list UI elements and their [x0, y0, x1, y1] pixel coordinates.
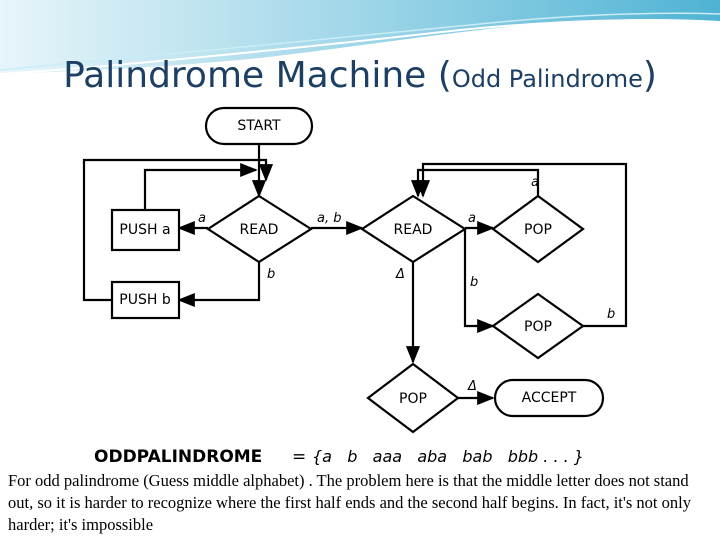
title-close: )	[642, 55, 657, 96]
edge-label-read2-pop-b: b	[470, 275, 478, 290]
label-pop-a: POP	[524, 222, 552, 238]
edge-label-read1-read2: a, b	[317, 211, 341, 226]
label-push-b: PUSH b	[119, 292, 171, 308]
edge-read1-push-b	[177, 262, 261, 308]
label-read2: READ	[394, 222, 433, 238]
edge-label-pop-final-accept: Δ	[467, 379, 477, 394]
label-pop-final: POP	[399, 391, 427, 407]
edge-pop-b-loop	[415, 162, 628, 328]
language-equals: =	[292, 447, 306, 467]
edge-push-a-loop	[143, 162, 258, 210]
edge-label-pop-b-loop: b	[607, 307, 615, 322]
label-read1: READ	[240, 222, 279, 238]
edge-read2-pop-b	[463, 228, 495, 334]
language-set: {a b aaa aba bab bbb . . . }	[312, 447, 584, 466]
edge-label-read1-push-a: a	[198, 211, 206, 226]
edge-push-b-loop	[82, 158, 274, 302]
edge-label-pop-a-loop: a	[531, 175, 539, 190]
label-accept: ACCEPT	[522, 390, 577, 406]
label-push-a: PUSH a	[119, 222, 170, 238]
edge-label-read2-pop-a: a	[468, 211, 476, 226]
state-pop-b	[491, 292, 585, 360]
state-accept	[493, 378, 605, 418]
state-read2	[359, 194, 468, 264]
edge-label-read2-pop-final: Δ	[395, 267, 405, 282]
edge-label-read1-push-b: b	[267, 267, 275, 282]
caption-text: For odd palindrome (Guess middle alphabe…	[8, 471, 691, 534]
state-read1	[205, 194, 314, 264]
label-pop-b: POP	[524, 319, 552, 335]
state-pop-final	[366, 362, 460, 434]
slide-banner	[0, 0, 720, 75]
label-start: START	[237, 118, 281, 134]
state-pop-a	[491, 194, 585, 264]
pda-diagram: START READ READ POP POP POP ACCEPT PUSH …	[28, 100, 668, 470]
slide-title: Palindrome Machine (Odd Palindrome)	[0, 52, 720, 103]
state-push-b	[110, 280, 181, 320]
language-label: ODDPALINDROME	[94, 447, 262, 467]
state-start	[204, 106, 314, 146]
state-push-a	[110, 208, 181, 252]
title-subtitle: Odd Palindrome	[451, 65, 643, 93]
title-main: Palindrome Machine (	[63, 55, 452, 96]
